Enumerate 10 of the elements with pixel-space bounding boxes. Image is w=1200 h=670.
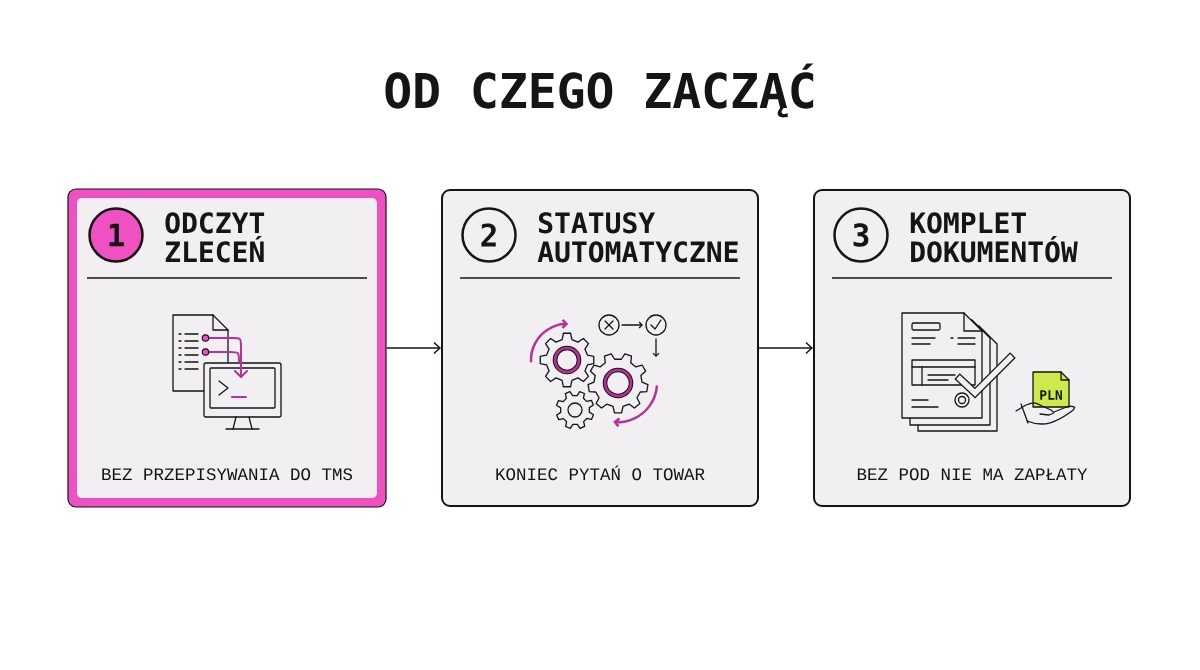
card-heading: ODCZYT ZLECEŃ <box>165 212 265 263</box>
card-heading: KOMPLET DOKUMENTÓW <box>910 212 1078 263</box>
card-caption: KONIEC PYTAŃ O TOWAR <box>496 465 705 481</box>
arrow <box>758 341 813 355</box>
currency-label: PLN <box>1040 390 1062 400</box>
title: OD CZEGO ZACZĄĆ <box>385 63 814 118</box>
card-heading: STATUSY AUTOMATYCZNE <box>537 212 738 263</box>
card-caption: BEZ PRZEPISYWANIA DO TMS <box>102 468 353 481</box>
arrow <box>385 341 441 355</box>
card-caption: BEZ POD NIE MA ZAPŁATY <box>857 468 1088 481</box>
